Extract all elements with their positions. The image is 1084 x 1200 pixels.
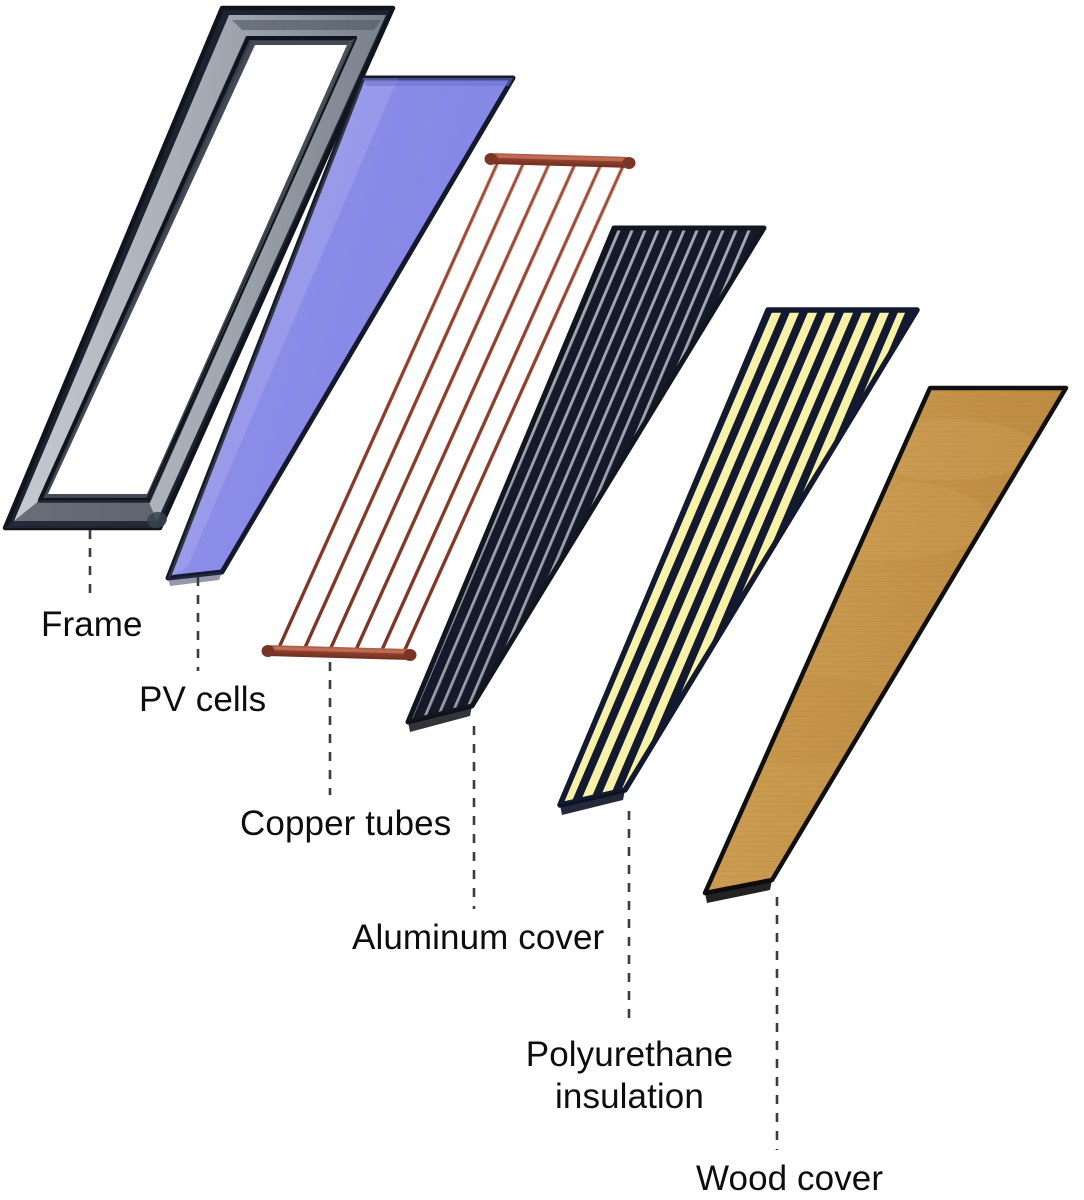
callout-label-polyurethane-line1: Polyurethane	[525, 1035, 734, 1074]
callout-label-wood-cover: Wood cover	[696, 1159, 884, 1198]
callout-label-pv-cells: PV cells	[139, 680, 267, 719]
layer-copper-tubes	[261, 153, 636, 661]
layer-pv-cells	[165, 75, 516, 586]
callout-label-frame: Frame	[41, 605, 143, 644]
callout-leader-lines	[88, 530, 779, 1150]
layer-frame	[2, 5, 396, 531]
copper-header-top	[484, 153, 636, 169]
callout-label-copper-tubes: Copper tubes	[240, 804, 452, 843]
copper-header-bottom	[261, 645, 417, 661]
layer-polyurethane-insulation	[557, 307, 920, 815]
callout-label-polyurethane-line2: insulation	[555, 1077, 704, 1116]
callout-label-aluminum-cover: Aluminum cover	[352, 918, 605, 957]
